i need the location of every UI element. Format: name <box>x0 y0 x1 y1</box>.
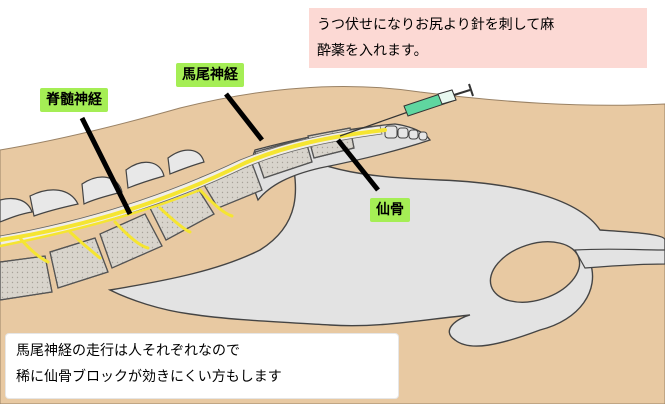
spinous-processes <box>0 149 205 223</box>
caption-line-2: 稀に仙骨ブロックが効きにくい方もします <box>16 369 282 385</box>
pointer-cauda-equina <box>224 92 264 142</box>
pointer-sacrum <box>336 138 380 192</box>
cauda-equina-nerve <box>0 128 387 242</box>
syringe <box>339 83 474 137</box>
vertebral-bodies <box>0 127 355 301</box>
needle <box>339 111 409 137</box>
caption-line-1: 馬尾神経の走行は人それぞれなので <box>16 343 240 359</box>
instruction-line-2: 酔薬を入れます。 <box>317 43 428 59</box>
pointer-spinal-nerve <box>79 116 133 216</box>
syringe-plunger <box>453 89 471 96</box>
caption-note: 馬尾神経の走行は人それぞれなので 稀に仙骨ブロックが効きにくい方もします <box>6 334 398 398</box>
femur-shaft <box>574 248 665 269</box>
label-cauda-equina: 馬尾神経 <box>176 63 244 87</box>
nerves <box>0 128 387 264</box>
instruction-note: うつ伏せになりお尻より針を刺して麻 酔薬を入れます。 <box>309 8 647 68</box>
instruction-line-1: うつ伏せになりお尻より針を刺して麻 <box>317 17 555 33</box>
label-spinal-nerve: 脊髄神経 <box>40 88 108 112</box>
label-sacrum: 仙骨 <box>370 198 410 222</box>
coccyx <box>384 125 428 141</box>
